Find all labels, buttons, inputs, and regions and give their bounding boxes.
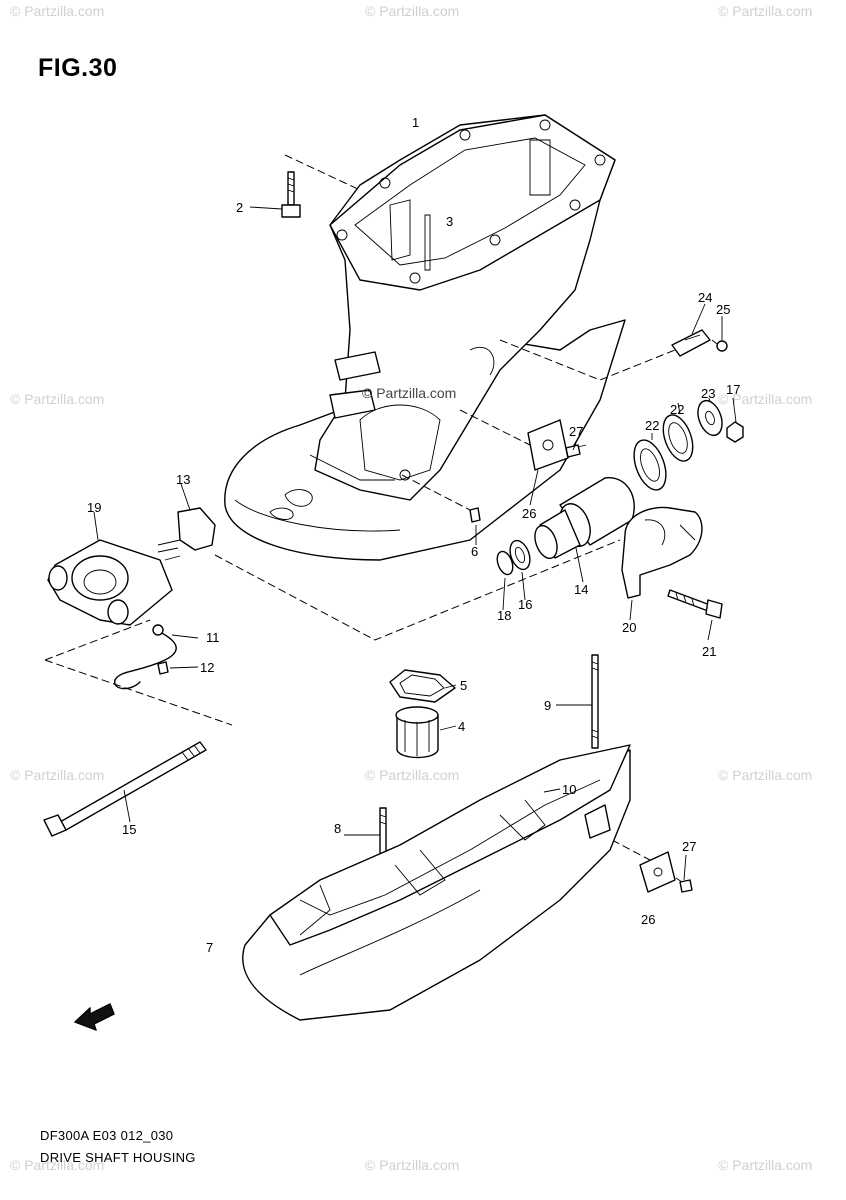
callout-9: 9	[544, 698, 551, 713]
watermark: © Partzilla.com	[718, 1157, 812, 1173]
bolt-part-21	[667, 589, 723, 619]
clamp-part-20	[621, 506, 703, 599]
callout-24: 24	[698, 290, 712, 305]
screw-part-25	[711, 339, 728, 352]
watermark: © Partzilla.com	[10, 1157, 104, 1173]
guide-line	[44, 659, 233, 726]
watermark: © Partzilla.com	[718, 391, 812, 407]
watermarks: © Partzilla.com © Partzilla.com © Partzi…	[10, 3, 812, 1173]
callout-1: 1	[412, 115, 419, 130]
callout-22a: 22	[645, 418, 659, 433]
callout-27a: 27	[569, 424, 583, 439]
washer-part-16	[509, 539, 531, 571]
callout-4: 4	[458, 719, 465, 734]
guide-line	[44, 619, 151, 661]
diagram-name: DRIVE SHAFT HOUSING	[40, 1150, 196, 1165]
callout-8: 8	[334, 821, 341, 836]
center-watermark: © Partzilla.com	[362, 385, 456, 401]
watermark: © Partzilla.com	[365, 1157, 459, 1173]
watermark: © Partzilla.com	[10, 767, 104, 783]
callout-14: 14	[574, 582, 588, 597]
figure-title: FIG.30	[38, 54, 118, 82]
bolt-part-2	[281, 171, 301, 218]
plate-part-24	[671, 329, 711, 357]
bolt-part-27-lower	[675, 877, 693, 893]
watermark: © Partzilla.com	[718, 767, 812, 783]
bolt-part-27	[565, 444, 587, 458]
stud-part-9	[591, 654, 599, 749]
guide-line	[214, 539, 621, 641]
callout-19: 19	[87, 500, 101, 515]
washer-part-22a	[633, 439, 667, 491]
callout-23: 23	[701, 386, 715, 401]
callout-15: 15	[122, 822, 136, 837]
callout-17: 17	[726, 382, 740, 397]
callout-16: 16	[518, 597, 532, 612]
washer-part-22b	[662, 414, 694, 462]
guide-line	[459, 409, 531, 446]
callout-13: 13	[176, 472, 190, 487]
callout-6: 6	[471, 544, 478, 559]
diagram-code: DF300A E03 012_030	[40, 1128, 174, 1143]
leader-lines	[93, 206, 737, 881]
lower-housing-part-7	[242, 744, 631, 1021]
callout-12: 12	[200, 660, 214, 675]
watermark: © Partzilla.com	[10, 391, 104, 407]
watermark: © Partzilla.com	[365, 3, 459, 19]
callout-25: 25	[716, 302, 730, 317]
watermark: © Partzilla.com	[718, 3, 812, 19]
callout-27b: 27	[682, 839, 696, 854]
ground-wire-part-11	[114, 624, 177, 690]
callout-26b: 26	[641, 912, 655, 927]
bracket-part-13	[157, 507, 216, 561]
screw-part-12	[157, 661, 169, 675]
callout-22b: 22	[670, 402, 684, 417]
washer-part-23	[697, 399, 723, 437]
forward-arrow-icon	[74, 1003, 115, 1031]
plate-part-26	[527, 419, 569, 471]
plate-part-26-lower	[639, 851, 676, 893]
callout-3: 3	[446, 214, 453, 229]
long-bolt-part-15	[43, 741, 207, 837]
drive-shaft-housing-part-1	[224, 114, 626, 561]
nut-part-17	[726, 421, 744, 443]
callout-5: 5	[460, 678, 467, 693]
guide-line	[284, 154, 361, 191]
callout-18: 18	[497, 608, 511, 623]
callouts: 1 2 3 4 5 6 7 8 9 10 11 12 13 14 15 16 1…	[87, 115, 740, 955]
bushing-part-14	[534, 477, 635, 560]
callout-26a: 26	[522, 506, 536, 521]
callout-21: 21	[702, 644, 716, 659]
rubber-mount-part-4	[395, 706, 439, 759]
callout-20: 20	[622, 620, 636, 635]
callout-10: 10	[562, 782, 576, 797]
guide-line	[611, 839, 651, 861]
callout-11: 11	[206, 630, 220, 645]
callout-7: 7	[206, 940, 213, 955]
screw-part-6	[469, 507, 481, 523]
guide-line	[401, 474, 471, 511]
watermark: © Partzilla.com	[10, 3, 104, 19]
gasket-part-5	[389, 669, 456, 703]
washer-part-18	[496, 550, 514, 576]
mount-part-19	[47, 539, 173, 626]
watermark: © Partzilla.com	[365, 767, 459, 783]
callout-2: 2	[236, 200, 243, 215]
